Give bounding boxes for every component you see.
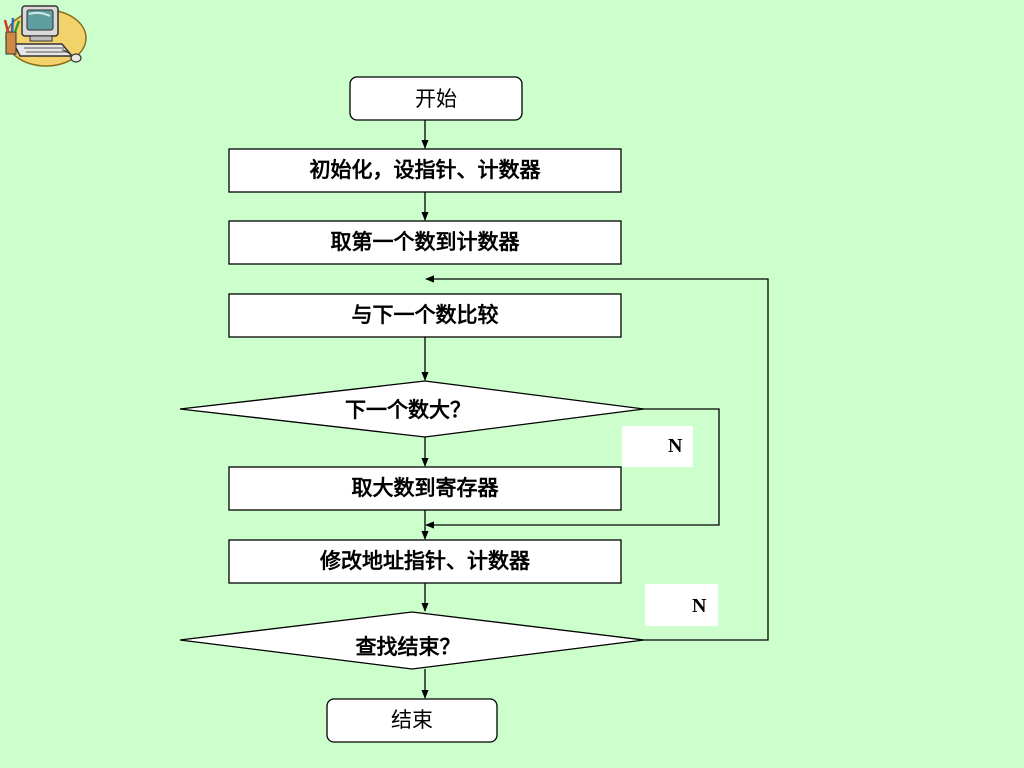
init-label: 初始化，设指针、计数器 xyxy=(310,157,542,182)
search-done-label: 查找结束？ xyxy=(356,634,461,659)
no-label-box-2: N xyxy=(645,584,718,626)
end-label: 结束 xyxy=(391,708,433,732)
computer-clipart-icon xyxy=(3,5,87,67)
store-larger-label: 取大数到寄存器 xyxy=(352,475,500,500)
take-first-label: 取第一个数到计数器 xyxy=(331,229,521,254)
no-label-2: N xyxy=(692,595,707,617)
no-branch-next-bigger xyxy=(425,408,720,529)
start-label: 开始 xyxy=(415,87,457,111)
store-larger-process xyxy=(228,466,622,511)
start-terminal xyxy=(349,76,523,121)
update-pointer-process xyxy=(228,539,622,584)
update-pointer-label: 修改地址指针、计数器 xyxy=(319,548,531,573)
no-branch-loop-back xyxy=(425,275,769,641)
take-first-process xyxy=(228,220,622,265)
next-bigger-label: 下一个数大？ xyxy=(345,397,471,422)
compare-label: 与下一个数比较 xyxy=(352,302,499,327)
no-label-1: N xyxy=(668,435,683,457)
end-terminal xyxy=(326,698,498,743)
no-label-box-1: N xyxy=(622,426,693,467)
init-process xyxy=(228,148,622,193)
